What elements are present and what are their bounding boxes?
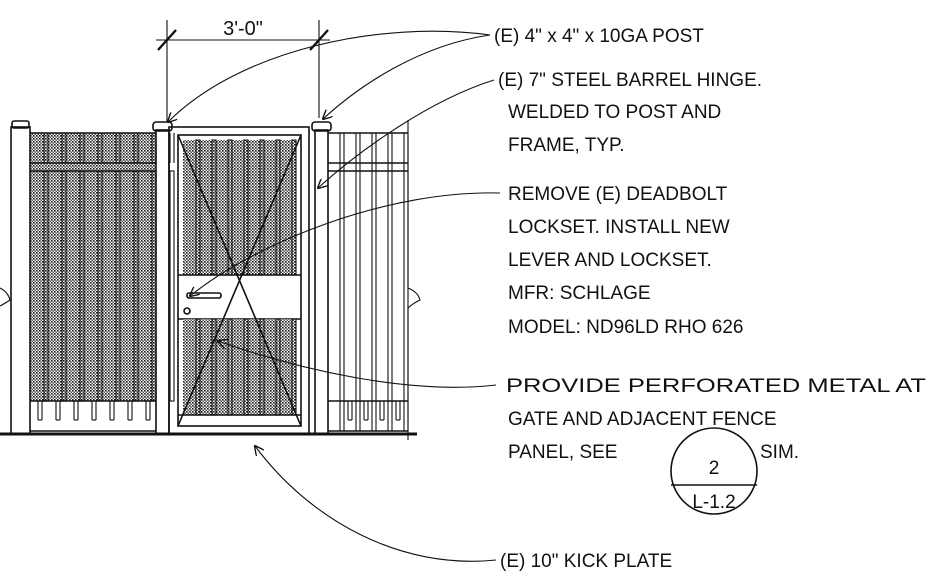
note-perforated-line-2: GATE AND ADJACENT FENCE — [508, 409, 777, 430]
note-perforated-line-4: SIM. — [760, 442, 799, 463]
gate-leaf — [168, 126, 310, 435]
note-kickplate: (E) 10" KICK PLATE — [500, 551, 672, 572]
note-hinge-line-1: (E) 7" STEEL BARREL HINGE. — [498, 70, 762, 91]
left-fence-panel — [0, 120, 175, 435]
detail-reference-bubble[interactable]: 2 L-1.2 — [670, 427, 758, 515]
existing-post-right — [311, 121, 332, 435]
note-lockset-line-4: MFR: SCHLAGE — [508, 283, 651, 304]
lever-lockset — [183, 292, 222, 315]
dimension-line: 3'-0" — [156, 18, 330, 122]
note-lockset-line-3: LEVER AND LOCKSET. — [508, 250, 712, 271]
note-lockset-line-1: REMOVE (E) DEADBOLT — [508, 184, 728, 205]
note-hinge-line-3: FRAME, TYP. — [508, 135, 625, 156]
note-lockset: REMOVE (E) DEADBOLT LOCKSET. INSTALL NEW… — [508, 184, 743, 338]
note-lockset-line-5: MODEL: ND96LD RHO 626 — [508, 317, 743, 338]
detail-sheet: L-1.2 — [692, 492, 735, 513]
note-post: (E) 4" x 4" x 10GA POST — [494, 26, 704, 47]
note-perforated-line-1: PROVIDE PERFORATED METAL AT — [506, 376, 927, 397]
note-post-line: (E) 4" x 4" x 10GA POST — [494, 26, 704, 47]
note-perforated-line-3: PANEL, SEE — [508, 442, 617, 463]
right-fence-panel — [328, 120, 421, 440]
note-kickplate-line: (E) 10" KICK PLATE — [500, 551, 672, 572]
fence-picket — [169, 170, 175, 402]
note-hinge-line-2: WELDED TO POST AND — [508, 102, 721, 123]
note-hinge: (E) 7" STEEL BARREL HINGE. WELDED TO POS… — [498, 70, 762, 156]
detail-number: 2 — [709, 458, 720, 479]
leader-lines — [168, 30, 501, 562]
dimension-label: 3'-0" — [223, 18, 263, 40]
note-lockset-line-2: LOCKSET. INSTALL NEW — [508, 217, 730, 238]
note-perforated: PROVIDE PERFORATED METAL AT GATE AND ADJ… — [506, 376, 927, 463]
